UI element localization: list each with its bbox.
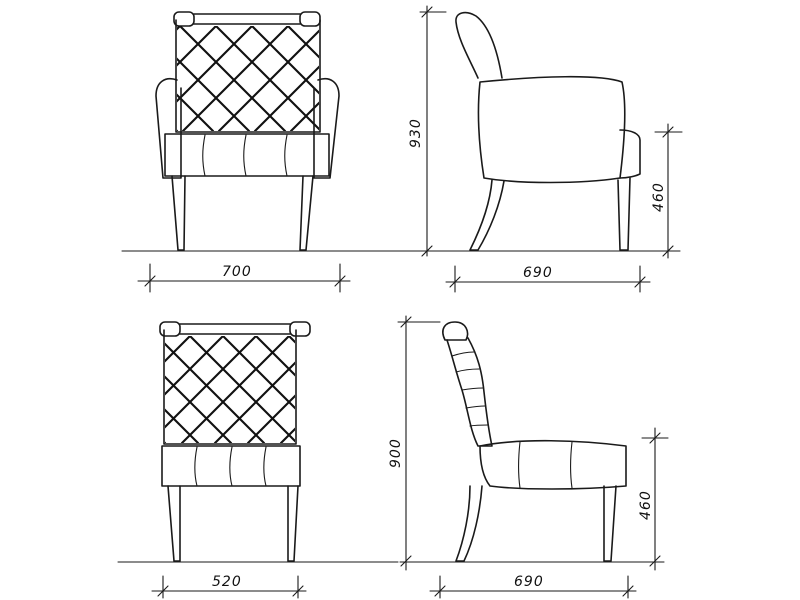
chair-height-dimension: 900 <box>388 315 441 571</box>
armchair-height-label: 930 <box>408 118 424 148</box>
armchair-depth-dimension: 690 <box>445 265 651 293</box>
chair-side-backrest <box>446 337 493 447</box>
chair-side-view: 900 460 690 <box>388 315 669 599</box>
armchair-front-view: 700 <box>0 11 501 293</box>
tufting-line <box>246 394 295 443</box>
tufting-line <box>165 441 167 443</box>
tufting-line <box>177 57 251 131</box>
chair-front-back-top-knobs <box>159 321 311 337</box>
tufting-line <box>177 26 182 31</box>
tufting-line <box>322 336 429 443</box>
armchair-height-dimension: 930 <box>408 5 447 257</box>
armchair-side-body <box>477 75 626 184</box>
tufting-line <box>287 336 295 344</box>
armchair-side-rear-leg <box>469 179 505 251</box>
tufting-line <box>165 375 233 443</box>
armchair-side-view: 930 460 690 <box>408 5 683 293</box>
armchair-side-backrest <box>455 11 503 79</box>
armchair-front-tufting-lattice <box>0 26 501 131</box>
chair-depth-dimension: 690 <box>429 574 637 599</box>
armchair-front-left-arm <box>155 78 182 179</box>
armchair-side-seat-front <box>619 129 641 179</box>
armchair-width-label: 700 <box>222 264 252 280</box>
tufting-line <box>396 26 501 131</box>
tufting-line <box>221 336 295 410</box>
armchair-front-back-top-knobs <box>173 11 321 27</box>
tufting-line <box>254 336 295 377</box>
armchair-front-right-arm <box>313 78 340 179</box>
tufting-line <box>0 336 91 443</box>
tufting-line <box>253 65 319 131</box>
tufting-line <box>213 361 295 443</box>
armchair-front-seat <box>164 133 330 177</box>
tufting-line <box>165 336 192 363</box>
chair-side-backrest-segments <box>451 351 489 427</box>
chair-side-front-leg <box>603 485 617 562</box>
chair-width-dimension: 520 <box>151 574 307 599</box>
chair-side-top-pillow <box>442 321 469 341</box>
chair-height-label: 900 <box>388 438 404 468</box>
tufting-line <box>279 427 295 443</box>
armchair-front-back-outline <box>175 19 321 133</box>
chair-side-seat-segments <box>517 441 573 489</box>
armchair-width-dimension: 700 <box>137 263 351 293</box>
armchair-seat-height-label: 460 <box>651 182 667 212</box>
tufting-line <box>177 93 215 131</box>
tufting-line <box>177 26 254 103</box>
chair-front-left-leg <box>167 485 181 562</box>
tufting-line <box>165 336 258 429</box>
tufting-line <box>180 336 291 443</box>
chair-front-seat <box>161 445 301 487</box>
tufting-line <box>360 26 465 131</box>
tufting-line <box>17 336 124 443</box>
chair-front-right-leg <box>287 485 299 562</box>
tufting-line <box>0 26 72 131</box>
chair-front-back-outline <box>163 329 297 445</box>
tufting-line <box>50 336 157 443</box>
tufting-line <box>289 101 319 131</box>
tufting-line <box>388 336 495 443</box>
tufting-line <box>324 26 429 131</box>
chair-side-seat <box>479 439 627 490</box>
tufting-line <box>355 336 462 443</box>
armchair-front-seat-segments <box>202 134 288 177</box>
armchair-depth-label: 690 <box>523 265 553 281</box>
armchair-seat-height-dimension: 460 <box>651 123 683 259</box>
chair-front-view: 520 <box>0 321 495 599</box>
armchair-front-right-leg <box>299 175 314 251</box>
armchair-side-front-leg <box>617 177 631 251</box>
chair-depth-label: 690 <box>514 574 544 590</box>
tufting-line <box>181 26 290 131</box>
chair-seat-height-label: 460 <box>638 490 654 520</box>
tufting-line <box>165 342 266 443</box>
tufting-line <box>0 336 58 443</box>
chair-seat-height-dimension: 460 <box>638 427 669 571</box>
tufting-line <box>177 26 218 67</box>
armchair-front-left-leg <box>171 175 186 251</box>
tufting-line <box>165 408 200 443</box>
tufting-line <box>217 29 319 131</box>
chair-front-tufting-lattice <box>0 336 495 443</box>
tufting-line <box>188 336 295 443</box>
tufting-line <box>165 336 225 396</box>
tufting-line <box>177 129 179 131</box>
tufting-line <box>3 26 108 131</box>
chair-side-rear-leg <box>455 485 483 562</box>
tufting-line <box>39 26 144 131</box>
chair-width-label: 520 <box>212 574 242 590</box>
chair-front-seat-segments <box>194 446 267 487</box>
